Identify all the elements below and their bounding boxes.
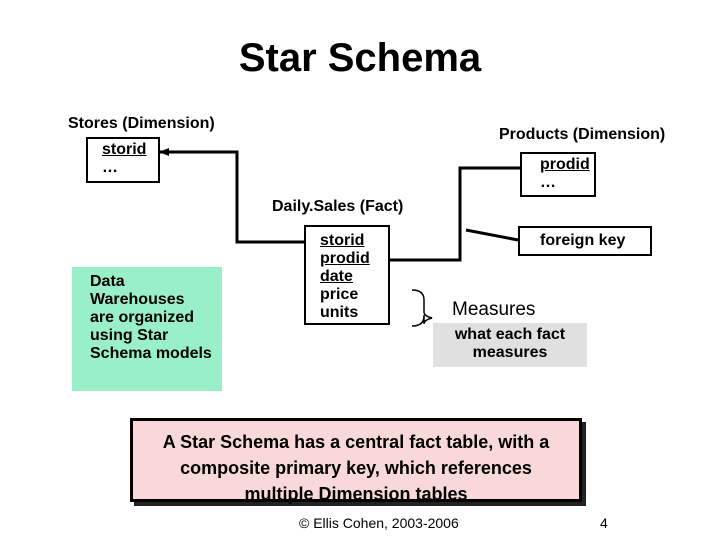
stores-key-field: storid — [102, 141, 147, 158]
stores-dimension-label: Stores (Dimension) — [68, 115, 215, 132]
products-dimension-label: Products (Dimension) — [499, 126, 666, 143]
copyright-footer: © Ellis Cohen, 2003-2006 — [299, 515, 459, 531]
fact-field-storid: storid — [320, 232, 365, 249]
slide-title: Star Schema — [238, 36, 482, 80]
products-relationship-line — [390, 164, 533, 262]
measures-label: Measures — [452, 299, 536, 320]
fact-field-date: date — [320, 268, 353, 285]
foreign-key-note: foreign key — [518, 226, 652, 256]
fact-field-price: price — [320, 286, 359, 303]
measures-brace — [411, 289, 433, 327]
products-table: prodid … — [520, 152, 596, 197]
fact-table-label: Daily.Sales (Fact) — [272, 198, 404, 215]
summary-note: A Star Schema has a central fact table, … — [130, 418, 582, 504]
fact-field-prodid: prodid — [320, 250, 370, 267]
fact-field-units: units — [320, 304, 359, 321]
stores-table: storid … — [86, 137, 160, 183]
stores-more-fields: … — [102, 159, 118, 176]
stores-relationship-line — [159, 148, 305, 244]
foreign-key-pointer — [465, 228, 519, 242]
products-more-fields: … — [540, 174, 556, 191]
page-number: 4 — [600, 515, 608, 531]
data-warehouses-note: Data Warehouses are organized using Star… — [72, 267, 222, 391]
products-key-field: prodid — [540, 156, 590, 173]
measures-description-note: what each fact measures — [433, 323, 587, 367]
fact-table: storid prodid date price units — [304, 225, 390, 325]
